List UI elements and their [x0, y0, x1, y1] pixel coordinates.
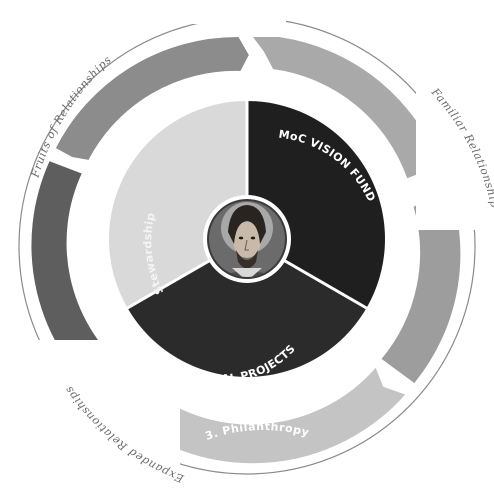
christ-icon [203, 195, 291, 283]
